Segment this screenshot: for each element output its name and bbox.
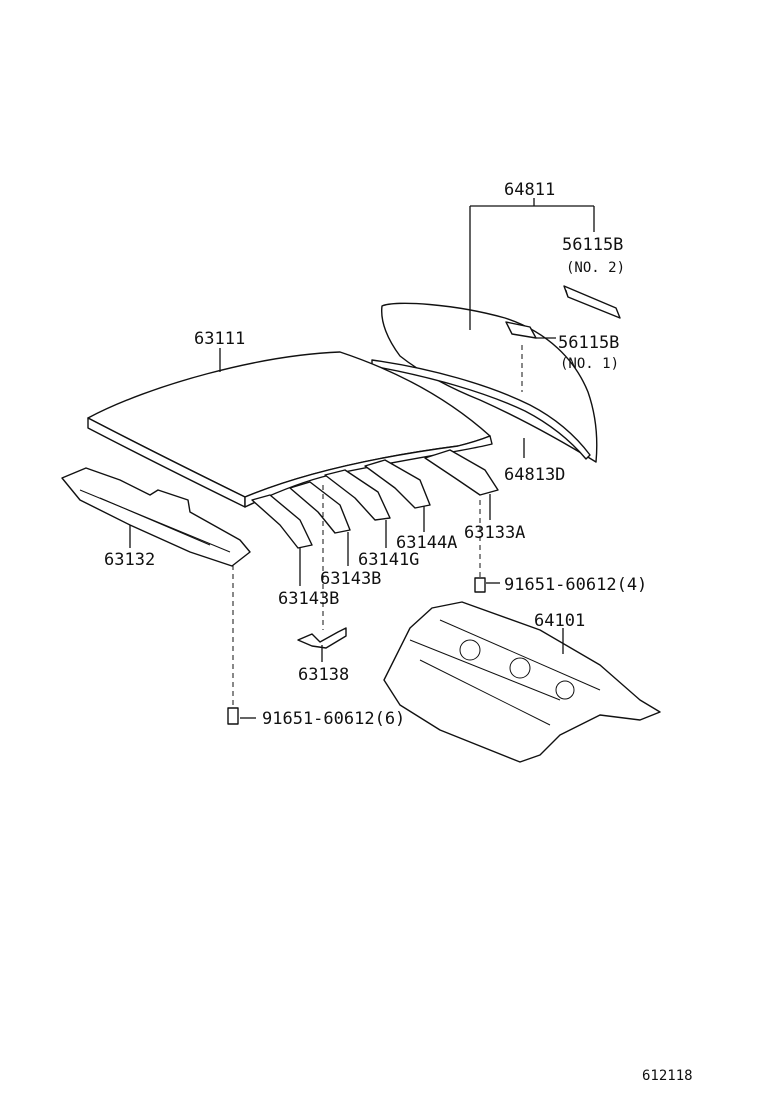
package-tray-panel[interactable] bbox=[383, 601, 661, 763]
label-64813d: 64813D bbox=[504, 465, 565, 485]
label-bolt-4: 91651-60612(4) bbox=[504, 575, 647, 595]
roof-bow-3[interactable] bbox=[324, 469, 391, 521]
roof-bow-2[interactable] bbox=[289, 481, 351, 534]
rear-header-63133a[interactable] bbox=[424, 449, 499, 496]
back-window-molding[interactable] bbox=[371, 359, 591, 460]
label-63144a: 63144A bbox=[396, 533, 457, 553]
label-63133a: 63133A bbox=[464, 523, 525, 543]
front-header-panel[interactable] bbox=[61, 467, 251, 567]
label-56115b-no1: 56115B bbox=[558, 333, 619, 353]
label-64101: 64101 bbox=[534, 611, 585, 631]
label-no2: (NO. 2) bbox=[566, 260, 625, 276]
label-56115b-no2: 56115B bbox=[562, 235, 623, 255]
roof-bow-1[interactable] bbox=[251, 494, 313, 549]
label-63143b-lower: 63143B bbox=[278, 589, 339, 609]
bracket-63138[interactable] bbox=[297, 627, 347, 649]
bolt-icon-6[interactable] bbox=[227, 565, 239, 725]
diagram-id: 612118 bbox=[642, 1068, 693, 1084]
label-63132: 63132 bbox=[104, 550, 155, 570]
label-63138: 63138 bbox=[298, 665, 349, 685]
roof-bow-4[interactable] bbox=[364, 459, 431, 509]
spacer-no2[interactable] bbox=[563, 285, 621, 319]
label-bolt-6: 91651-60612(6) bbox=[262, 709, 405, 729]
roof-panel[interactable] bbox=[87, 351, 493, 508]
bolt-icon-4[interactable] bbox=[474, 500, 486, 593]
label-63143b-upper: 63143B bbox=[320, 569, 381, 589]
label-no1: (NO. 1) bbox=[560, 356, 619, 372]
label-64811: 64811 bbox=[504, 180, 555, 200]
label-63141g: 63141G bbox=[358, 550, 419, 570]
label-63111: 63111 bbox=[194, 329, 245, 349]
back-window-glass[interactable] bbox=[381, 302, 598, 463]
